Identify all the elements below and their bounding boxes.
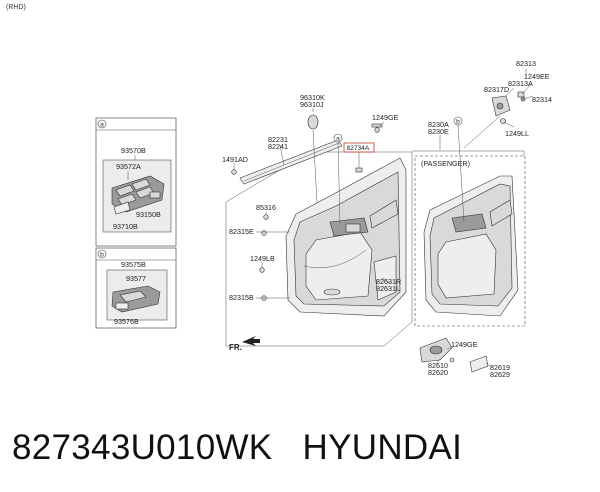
highlight-part-number: 82734A	[347, 145, 370, 152]
panel-a-letter: a	[100, 122, 104, 129]
inset-panel-b: b 93575B 93577 93576B	[95, 247, 177, 329]
label-93576B: 93576B	[114, 317, 139, 326]
label-93710B: 93710B	[113, 222, 138, 231]
pull-handle-assembly	[419, 337, 489, 373]
label-82619: 82619	[490, 363, 510, 372]
label-96310K: 96310K	[300, 93, 325, 102]
label-82317D: 82317D	[484, 85, 509, 94]
label-93570B: 93570B	[121, 146, 146, 155]
label-82631R: 82631R	[376, 277, 401, 286]
label-82231: 82231	[268, 135, 288, 144]
label-1249GE-top: 1249GE	[372, 113, 399, 122]
speaker-grille-clip	[307, 108, 319, 130]
label-93577: 93577	[126, 274, 146, 283]
label-8230E: 8230E	[428, 127, 449, 136]
single-switch-assembly	[111, 285, 161, 313]
brand-name: HYUNDAI	[302, 428, 463, 467]
window-switch-assembly	[111, 175, 165, 215]
variant-label: (RHD)	[6, 4, 26, 11]
highlighted-part-clip	[355, 167, 363, 173]
door-trim-panel-passenger	[423, 175, 519, 317]
passenger-box	[414, 155, 526, 327]
part-caption: 827343U010WK HYUNDAI	[12, 428, 462, 468]
label-82315E: 82315E	[229, 227, 254, 236]
label-8230A: 8230A	[428, 120, 449, 129]
label-93572A: 93572A	[116, 162, 141, 171]
label-93575B: 93575B	[121, 260, 146, 269]
label-1491AD: 1491AD	[222, 155, 248, 164]
label-96310J: 96310J	[300, 100, 324, 109]
label-85316: 85316	[256, 203, 276, 212]
label-1249GE-bottom: 1249GE	[451, 340, 478, 349]
inside-handle-bracket	[491, 91, 526, 124]
label-1249LB: 1249LB	[250, 254, 275, 263]
label-82241: 82241	[268, 142, 288, 151]
label-82313A: 82313A	[508, 79, 533, 88]
label-82610: 82610	[428, 361, 448, 370]
callout-a: a	[336, 135, 340, 142]
front-label: FR.	[229, 343, 242, 352]
label-1249LL: 1249LL	[505, 129, 529, 138]
label-93150B: 93150B	[136, 210, 161, 219]
part-number: 827343U010WK	[12, 428, 273, 467]
panel-b-circle	[97, 249, 107, 259]
label-82315B: 82315B	[229, 293, 254, 302]
panel-b-letter: b	[100, 252, 104, 259]
inset-panel-a: a 93570B 93572A 93150B 93710B	[95, 117, 177, 247]
label-82313: 82313	[516, 59, 536, 68]
door-trim-panel-driver	[285, 157, 407, 317]
label-82631L: 82631L	[376, 284, 400, 293]
leader-lines	[233, 69, 534, 368]
label-1249EE: 1249EE	[524, 72, 550, 81]
passenger-label: (PASSENGER)	[421, 159, 470, 168]
label-82629: 82629	[490, 370, 510, 379]
belt-weatherstrip	[239, 139, 343, 185]
label-82314: 82314	[532, 95, 552, 104]
callout-b: b	[456, 118, 460, 125]
front-direction-indicator: FR.	[229, 336, 260, 352]
panel-a-circle	[97, 119, 107, 129]
label-82620: 82620	[428, 368, 448, 377]
